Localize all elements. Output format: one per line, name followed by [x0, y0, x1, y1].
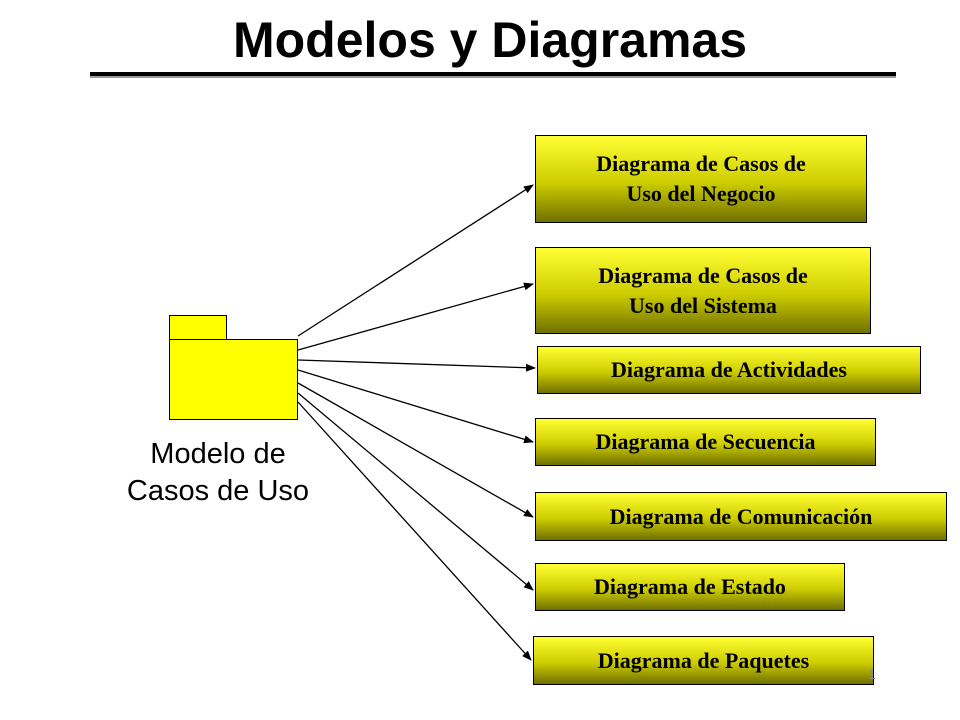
diagram-box-secuencia: Diagrama de Secuencia	[535, 418, 876, 466]
model-label-line1: Modelo de	[150, 438, 286, 470]
diagram-box-paquetes: Diagrama de Paquetes	[533, 636, 874, 685]
title-underline	[90, 72, 896, 78]
page-title: Modelos y Diagramas	[232, 12, 748, 68]
arrow-to-secuencia	[297, 369, 534, 444]
diagram-label-line1: Diagrama de Casos de	[598, 262, 808, 288]
diagram-label: Diagrama de Actividades	[611, 357, 847, 382]
diagram-box-casos-uso-negocio: Diagrama de Casos de Uso del Negocio	[535, 135, 867, 223]
diagram-label: Diagrama de Estado	[594, 574, 786, 599]
model-label: Modelo de Casos de Uso	[96, 436, 340, 510]
diagram-label: Diagrama de Secuencia	[595, 429, 816, 454]
arrow-to-paquetes	[297, 401, 532, 661]
package-folder-icon	[169, 339, 298, 420]
arrow-to-actividades	[297, 359, 536, 372]
model-label-line2: Casos de Uso	[126, 475, 310, 507]
diagram-box-actividades: Diagrama de Actividades	[537, 346, 921, 394]
arrow-to-casos-negocio	[297, 184, 534, 337]
diagram-box-estado: Diagrama de Estado	[535, 563, 845, 611]
diagram-label-line2: Uso del Sistema	[629, 292, 777, 318]
arrow-to-estado	[297, 392, 534, 591]
diagram-label-line2: Uso del Negocio	[626, 181, 776, 206]
arrow-to-comunicacion	[297, 382, 534, 518]
arrow-to-casos-sistema	[297, 282, 534, 351]
diagram-label-line1: Diagrama de Casos de	[596, 151, 806, 176]
diagram-box-casos-uso-sistema: Diagrama de Casos de Uso del Sistema	[535, 247, 871, 334]
diagram-box-comunicacion: Diagrama de Comunicación	[535, 492, 947, 541]
page-number: 1	[868, 666, 876, 682]
diagram-label: Diagrama de Paquetes	[597, 647, 810, 673]
diagram-label: Diagrama de Comunicación	[609, 503, 873, 529]
package-folder-tab	[169, 315, 227, 341]
